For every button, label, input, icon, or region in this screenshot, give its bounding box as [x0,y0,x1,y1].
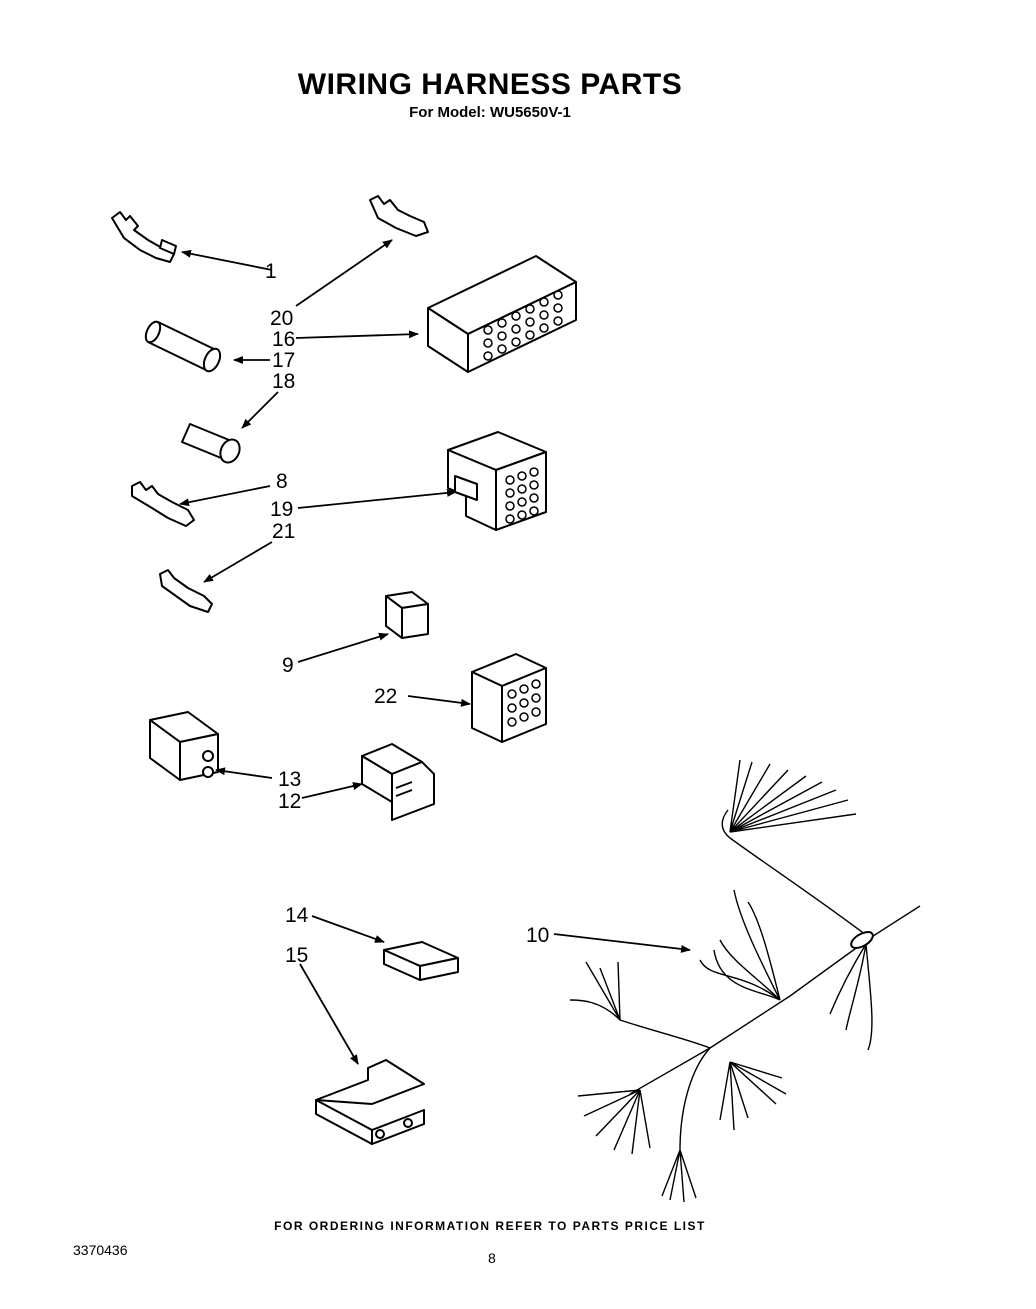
callout-8: 8 [276,470,288,493]
page-number: 8 [488,1250,496,1266]
callout-12: 12 [278,790,301,813]
leader-lines [179,239,691,1065]
page-title: WIRING HARNESS PARTS [297,68,683,101]
part-9-connector [385,591,429,639]
callout-19: 19 [270,498,293,521]
callout-1: 1 [265,260,277,283]
part-21-terminal [159,569,213,613]
callout-13: 13 [278,768,301,791]
part-16-connector-housing [427,255,577,373]
callout-17: 17 [272,349,295,372]
model-subtitle: For Model: WU5650V-1 [409,104,571,121]
callout-21: 21 [272,520,295,543]
part-14-clip [383,941,459,981]
part-22-connector [471,653,547,743]
callout-18: 18 [272,370,295,393]
ordering-note: FOR ORDERING INFORMATION REFER TO PARTS … [274,1219,706,1233]
callout-10: 10 [526,924,549,947]
part-19-connector [447,431,547,531]
callout-22: 22 [374,685,397,708]
part-8-terminal [131,481,195,527]
callout-20: 20 [270,307,293,330]
part-10-wiring-harness [569,759,921,1203]
part-20-terminal [369,195,429,237]
callout-15: 15 [285,944,308,967]
part-17-sleeve [144,320,222,373]
document-number: 3370436 [73,1242,128,1258]
callout-9: 9 [282,654,294,677]
callout-16: 16 [272,328,295,351]
callout-numbers: 1 20 16 17 18 8 19 21 9 22 13 12 14 15 1… [265,260,549,967]
part-13-housing [149,711,219,781]
callout-14: 14 [285,904,309,927]
part-18-sleeve [181,423,241,464]
part-12-housing [361,743,435,821]
part-1-terminal [111,211,177,263]
part-15-bracket [315,1059,425,1145]
